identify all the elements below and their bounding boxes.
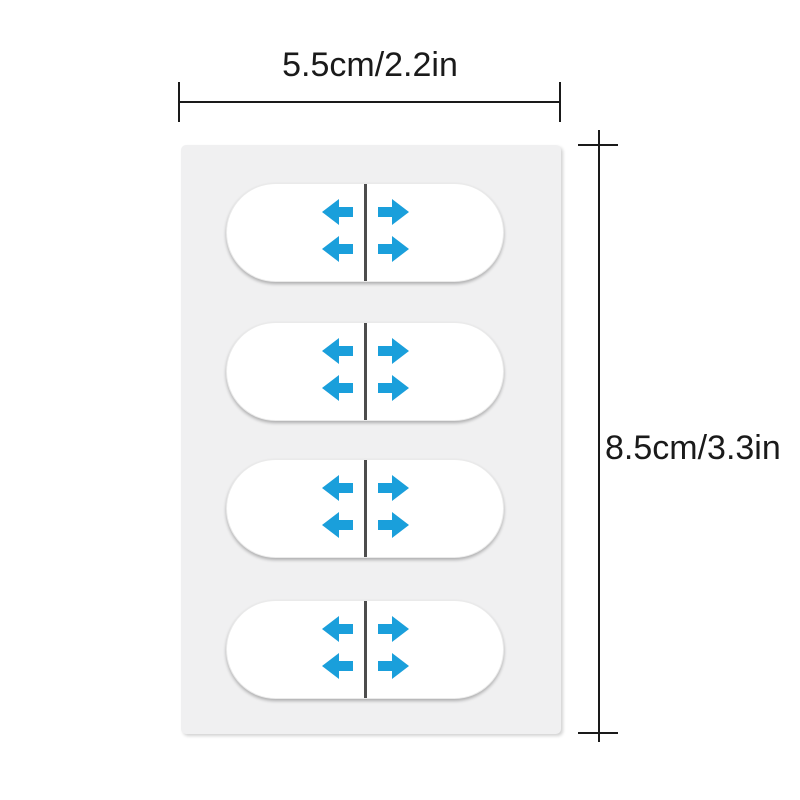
center-divider-line [364, 323, 367, 420]
sticker-strip [226, 459, 504, 558]
arrow-left-icon [322, 512, 353, 538]
sticker-sheet [181, 145, 561, 734]
arrow-right-icon [378, 616, 409, 642]
arrow-left-icon [322, 375, 353, 401]
arrow-right-icon [378, 236, 409, 262]
center-divider-line [364, 460, 367, 557]
sticker-strip [226, 322, 504, 421]
arrow-right-icon [378, 338, 409, 364]
arrow-left-icon [322, 199, 353, 225]
height-dimension-tick-top [578, 144, 618, 146]
arrow-right-icon [378, 375, 409, 401]
height-dimension-line [598, 130, 600, 742]
arrow-right-icon [378, 199, 409, 225]
width-dimension-line [179, 101, 561, 103]
sticker-strip [226, 183, 504, 282]
sticker-strip [226, 600, 504, 699]
arrow-left-icon [322, 475, 353, 501]
width-dimension-tick-left [178, 82, 180, 122]
arrow-left-icon [322, 616, 353, 642]
width-dimension-label: 5.5cm/2.2in [282, 46, 458, 84]
center-divider-line [364, 601, 367, 698]
arrow-right-icon [378, 512, 409, 538]
height-dimension-tick-bottom [578, 732, 618, 734]
arrow-left-icon [322, 653, 353, 679]
arrow-left-icon [322, 236, 353, 262]
height-dimension-label: 8.5cm/3.3in [605, 429, 781, 467]
width-dimension-tick-right [559, 82, 561, 122]
arrow-left-icon [322, 338, 353, 364]
arrow-right-icon [378, 475, 409, 501]
arrow-right-icon [378, 653, 409, 679]
center-divider-line [364, 184, 367, 281]
